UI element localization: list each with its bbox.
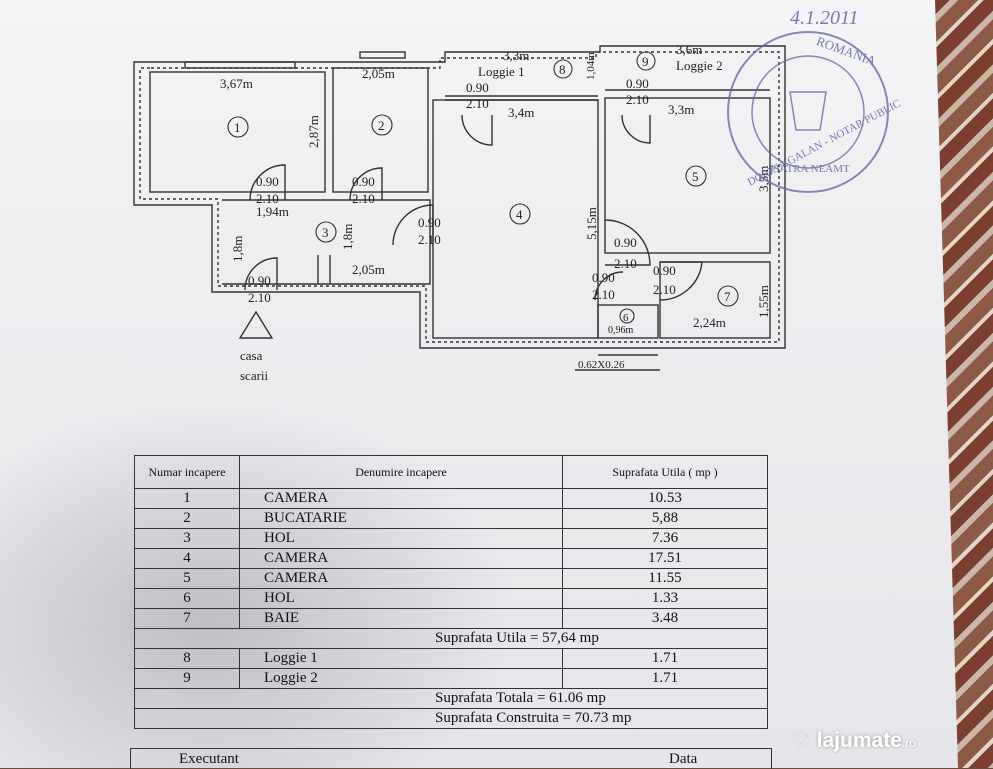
svg-text:ROMANIA: ROMANIA xyxy=(815,33,879,69)
room-number-1: 1 xyxy=(234,120,241,135)
dim-loggia2-width: 3,6m xyxy=(676,42,702,57)
executant-row: Executant Data xyxy=(130,748,772,769)
svg-text:0.90: 0.90 xyxy=(653,263,676,278)
svg-text:2.10: 2.10 xyxy=(653,282,676,297)
svg-text:2.10: 2.10 xyxy=(248,290,271,305)
door-label-loggia2: 0.902.10 xyxy=(626,76,649,107)
loggia-1-label: Loggie 1 xyxy=(478,64,525,79)
svg-text:0.90: 0.90 xyxy=(418,215,441,230)
dim-hall-bottom: 2,05m xyxy=(352,262,385,277)
dim-room5-width: 3,3m xyxy=(668,102,694,117)
svg-text:4.1.2011: 4.1.2011 xyxy=(790,7,859,29)
date-label: Data xyxy=(669,751,698,767)
room-number-8: 8 xyxy=(559,62,566,77)
svg-text:0.90: 0.90 xyxy=(352,174,375,189)
svg-text:0.90: 0.90 xyxy=(466,80,489,95)
dim-loggia1-depth: 1,04m xyxy=(585,52,597,80)
dim-room4-width: 3,4m xyxy=(508,105,534,120)
svg-text:2.10: 2.10 xyxy=(592,287,615,302)
door-label-hall6: 0.90 2.10 xyxy=(592,270,615,302)
svg-text:2.10: 2.10 xyxy=(418,232,441,247)
room-number-6: 6 xyxy=(623,312,629,324)
svg-text:0.90: 0.90 xyxy=(614,235,637,250)
dim-room1-width: 3,67m xyxy=(220,76,253,91)
watermark-tld: .ro xyxy=(901,736,916,750)
dim-room4-height: 5,15m xyxy=(584,207,599,240)
room-number-7: 7 xyxy=(724,289,731,304)
dim-hall-width: 1,94m xyxy=(256,204,289,219)
dim-hall6-width: 0,96m xyxy=(608,325,634,336)
door-label-bath: 0.90 2.10 xyxy=(653,263,676,297)
svg-text:0.90: 0.90 xyxy=(626,76,649,91)
svg-text:2.10: 2.10 xyxy=(614,256,637,271)
room-number-2: 2 xyxy=(378,118,385,133)
door-label-loggia1: 0.902.10 xyxy=(466,80,489,111)
door-label-room4: 0.90 2.10 xyxy=(418,215,441,247)
svg-text:2.10: 2.10 xyxy=(352,191,375,206)
header-area: Suprafata Utila ( mp ) xyxy=(562,455,768,489)
total-area: Suprafata Totala = 61.06 mp xyxy=(134,688,768,709)
built-area: Suprafata Construita = 70.73 mp xyxy=(134,708,768,729)
svg-text:2.10: 2.10 xyxy=(256,191,279,206)
svg-text:0.90: 0.90 xyxy=(256,174,279,189)
room-number-9: 9 xyxy=(642,54,649,69)
door-label-entry: 0.90 2.10 xyxy=(248,273,271,305)
svg-text:2.10: 2.10 xyxy=(626,92,649,107)
watermark: ♡ lajumate.ro xyxy=(792,728,916,753)
dim-hall-right: 1,8m xyxy=(340,224,355,250)
svg-text:0.90: 0.90 xyxy=(592,270,615,285)
svg-text:PIATRA NEAMT: PIATRA NEAMT xyxy=(770,163,850,175)
door-label-room1: 0.90 2.10 xyxy=(256,174,279,206)
dim-loggia1-width: 3,3m xyxy=(503,48,529,63)
dim-hall-left: 1,8m xyxy=(230,236,245,262)
dim-bath-height: 1,55m xyxy=(756,285,771,318)
watermark-brand: lajumate xyxy=(816,729,902,752)
usable-area-total: Suprafata Utila = 57,64 mp xyxy=(134,628,768,649)
heart-icon: ♡ xyxy=(792,729,811,752)
notary-stamp: 4.1.2011 ROMANIA DORINA GALAN - NOTAR PU… xyxy=(727,7,903,193)
door-label-room5: 0.90 2.10 xyxy=(614,235,637,271)
room-number-3: 3 xyxy=(322,225,329,240)
dim-room2-width: 2,05m xyxy=(362,66,395,81)
room-number-4: 4 xyxy=(516,207,523,222)
svg-text:0.90: 0.90 xyxy=(248,273,271,288)
stair-label-line2: scarii xyxy=(240,368,269,383)
dim-room1-height: 2,87m xyxy=(306,115,321,148)
header-room-number: Numar incapere xyxy=(134,455,240,489)
executant-label: Executant xyxy=(179,751,239,767)
header-room-name: Denumire incapere xyxy=(239,455,563,489)
dim-shaft: 0.62X0.26 xyxy=(578,359,625,371)
door-label-room2: 0.90 2.10 xyxy=(352,174,375,206)
dim-bath-width: 2,24m xyxy=(693,315,726,330)
svg-text:2.10: 2.10 xyxy=(466,96,489,111)
surface-table: Numar incapere Denumire incapere Suprafa… xyxy=(134,455,768,729)
loggia-2-label: Loggie 2 xyxy=(676,58,723,73)
stair-label-line1: casa xyxy=(240,348,263,363)
floor-plan: 1 2 3 4 5 6 7 8 9 Loggie 1 Loggie 2 3,3m… xyxy=(133,7,903,383)
room-number-5: 5 xyxy=(692,169,699,184)
